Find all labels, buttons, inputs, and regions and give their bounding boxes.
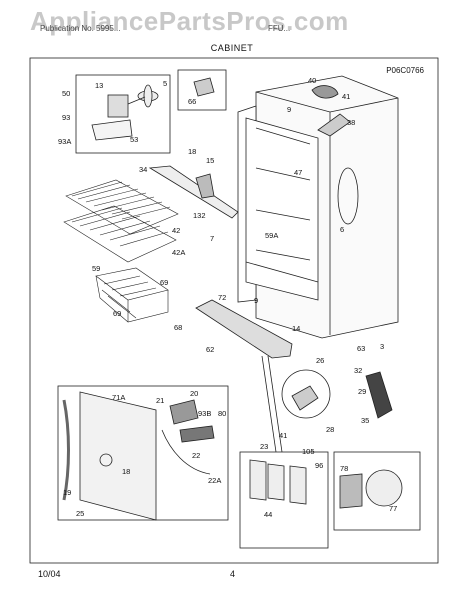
part-label-66: 66	[188, 97, 197, 106]
part-label-68: 68	[174, 323, 183, 332]
part-label-93a: 93A	[58, 137, 72, 146]
part-label-77: 77	[389, 504, 398, 513]
part-label-22: 22	[192, 451, 201, 460]
part-label-44: 44	[264, 510, 273, 519]
part-label-6: 6	[340, 225, 345, 234]
part-label-53: 53	[130, 135, 139, 144]
part-label-5: 5	[163, 79, 168, 88]
part-15-drawing	[195, 173, 215, 199]
part-label-93b: 93B	[198, 409, 212, 418]
footer-page-number: 4	[230, 569, 236, 579]
part-label-34: 34	[139, 165, 148, 174]
part-label-40: 40	[308, 76, 317, 85]
part-label-29: 29	[358, 387, 367, 396]
seal-parts-inset	[239, 451, 329, 549]
part-label-19: 19	[63, 488, 72, 497]
hinge-pin-29-drawing	[365, 371, 393, 419]
part-label-105: 105	[302, 447, 315, 456]
part-label-63: 63	[357, 344, 366, 353]
footer-date: 10/04	[38, 569, 61, 579]
wire-shelves	[63, 179, 179, 263]
part-label-14: 14	[292, 324, 301, 333]
watermark-logo: AppliancePartsPros.com	[30, 6, 349, 36]
part-label-132: 132	[193, 211, 206, 220]
kickplate-72-drawing	[195, 299, 293, 359]
control-panel-inset	[57, 385, 229, 521]
part-label-69b: 69	[113, 309, 122, 318]
knob-drawing	[311, 85, 339, 99]
part-label-15: 15	[206, 156, 215, 165]
part-label-69: 69	[160, 278, 169, 287]
page-title: CABINET	[210, 43, 254, 53]
part-label-96: 96	[315, 461, 324, 470]
part-label-18b: 18	[122, 467, 131, 476]
figure-code: P06C0766	[386, 66, 424, 75]
light-parts-inset	[333, 451, 421, 531]
part-label-59a: 59A	[265, 231, 279, 240]
fan-motor-inset	[75, 74, 171, 154]
wire-basket	[95, 267, 169, 323]
fan-motor-drawing	[91, 84, 159, 141]
part-label-35: 35	[361, 416, 370, 425]
part-label-93: 93	[62, 113, 71, 122]
part-label-20: 20	[190, 389, 199, 398]
bracket-38-drawing	[317, 113, 351, 137]
part-label-28: 28	[326, 425, 335, 434]
part-label-42a: 42A	[172, 248, 186, 257]
leader-line	[267, 355, 283, 453]
part-label-23: 23	[260, 442, 269, 451]
part-label-50: 50	[62, 89, 71, 98]
part-label-7: 7	[210, 234, 215, 243]
publication-number: Publication No. 5995...	[40, 24, 121, 33]
part-66-drawing	[193, 77, 215, 97]
part-label-59: 59	[92, 264, 101, 273]
part-label-26: 26	[316, 356, 325, 365]
part-66-inset	[177, 69, 227, 111]
part-label-41b: 41	[279, 431, 288, 440]
part-label-38: 38	[347, 118, 356, 127]
part-label-41: 41	[342, 92, 351, 101]
model-number: FFU...	[268, 24, 291, 33]
part-label-42: 42	[172, 226, 181, 235]
part-label-80: 80	[218, 409, 227, 418]
part-label-78: 78	[340, 464, 349, 473]
part-label-3: 3	[380, 342, 385, 351]
part-label-21: 21	[156, 396, 165, 405]
part-label-25: 25	[76, 509, 85, 518]
part-label-72: 72	[218, 293, 227, 302]
cabinet-body	[237, 75, 399, 339]
hinge-detail-circle	[281, 369, 331, 419]
part-label-13: 13	[95, 81, 104, 90]
diagram-frame	[29, 57, 439, 564]
part-label-47: 47	[294, 168, 303, 177]
part-label-62: 62	[206, 345, 215, 354]
part-label-71a: 71A	[112, 393, 126, 402]
rail-34-drawing	[148, 165, 239, 219]
leader-line	[261, 355, 277, 453]
part-label-9: 9	[287, 105, 292, 114]
part-label-22a: 22A	[208, 476, 222, 485]
part-label-32: 32	[354, 366, 363, 375]
part-label-9b: 9	[254, 296, 259, 305]
part-label-18: 18	[188, 147, 197, 156]
